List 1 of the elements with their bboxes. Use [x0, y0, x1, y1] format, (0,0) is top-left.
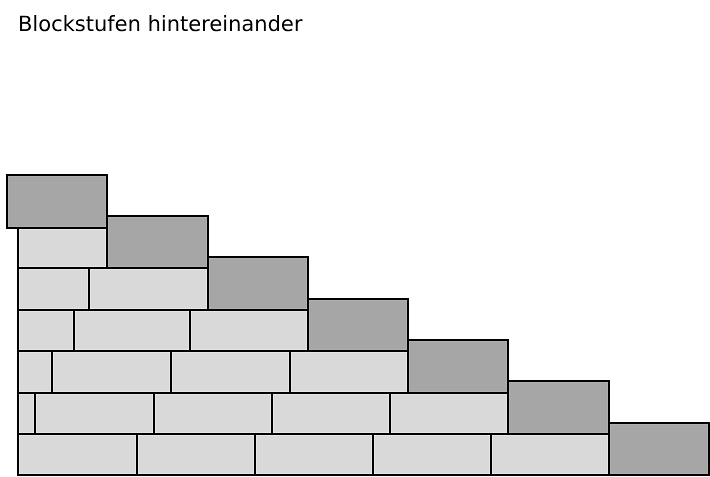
title: Blockstufen hintereinander [18, 12, 302, 36]
